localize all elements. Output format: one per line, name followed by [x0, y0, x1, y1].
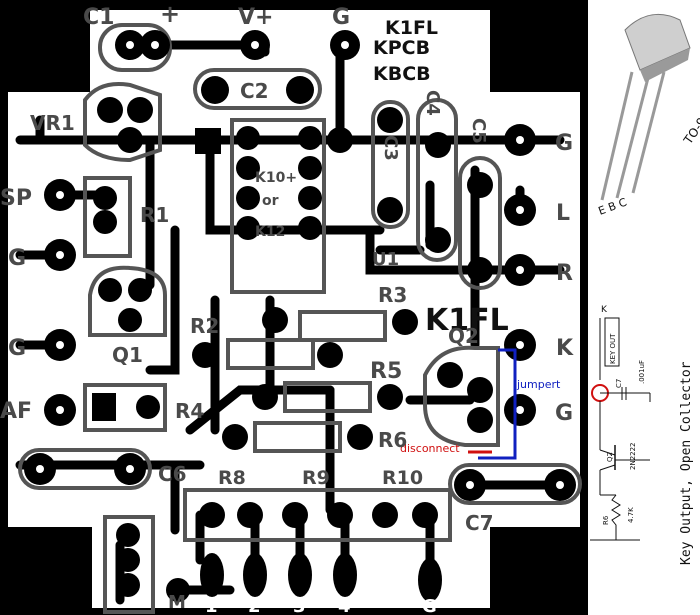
schematic-r6-value: 4.7K: [627, 507, 635, 523]
label-r9: R9: [302, 467, 330, 489]
jumpert-label: jumpert: [516, 378, 561, 391]
right-label-k: K: [556, 336, 574, 361]
bottom-label-4: 4: [338, 596, 351, 615]
label-r2: R2: [190, 314, 219, 338]
right-label-g2: G: [555, 401, 573, 426]
label-m: M: [168, 592, 186, 613]
label-r4: R4: [175, 399, 204, 423]
corner-pad-tl: [0, 0, 90, 92]
to92-package-drawing: TO-92 E B C: [597, 13, 700, 218]
schematic-q2-part: 2N2222: [629, 442, 637, 470]
corner-pad-br: [490, 527, 588, 615]
right-label-g1: G: [555, 131, 573, 156]
bottom-label-1: 1: [205, 596, 218, 615]
label-c2: C2: [240, 79, 269, 103]
label-c1: C1: [83, 5, 114, 30]
kit-label-3: KBCB: [373, 63, 431, 85]
label-c6: C6: [158, 462, 187, 486]
disconnect-label: disconnect: [400, 442, 460, 455]
label-vplus: V+: [238, 5, 273, 30]
label-r1: R1: [140, 203, 169, 227]
label-q1: Q1: [112, 343, 143, 367]
schematic-key-out: KEY OUT: [609, 333, 617, 364]
label-g-top: G: [332, 5, 350, 30]
pads: [24, 30, 576, 602]
left-label-g1: G: [8, 246, 26, 271]
key-output-schematic: K KEY OUT C7 .001uF Q2 2N2222 R6 4.7K Ke…: [590, 305, 694, 565]
label-r5: R5: [370, 359, 402, 384]
right-label-l: L: [556, 201, 570, 226]
to92-title: TO-92: [680, 109, 700, 148]
jumper-wire: [478, 348, 517, 460]
schematic-caption: Key Output, Open Collector: [679, 361, 694, 565]
label-k1fl-large: K1FL: [425, 303, 509, 338]
label-r8: R8: [218, 467, 246, 489]
ic-label-bot: K12: [255, 224, 285, 240]
label-r6: R6: [378, 428, 407, 452]
bottom-label-2: 2: [248, 596, 261, 615]
left-label-af: AF: [0, 399, 32, 424]
bottom-label-g: G: [422, 596, 437, 615]
label-c5: C5: [468, 118, 489, 144]
label-c7: C7: [465, 511, 494, 535]
schematic-k-pin: K: [601, 305, 608, 315]
label-c4: C4: [422, 90, 443, 116]
corner-pad-bl: [0, 527, 92, 615]
label-r10: R10: [382, 467, 423, 489]
label-r3: R3: [378, 283, 407, 307]
corner-pad-tr: [490, 0, 588, 92]
label-q2: Q2: [448, 324, 479, 348]
schematic-q2: Q2: [606, 452, 614, 462]
label-vr1: VR1: [30, 111, 75, 135]
schematic-c7-value: .001uF: [638, 360, 646, 384]
component-outlines: [18, 23, 582, 614]
left-label-g2: G: [8, 336, 26, 361]
ic-label-top: K10+: [255, 170, 297, 186]
schematic-c7: C7: [615, 379, 623, 388]
kit-label-2: KPCB: [373, 37, 430, 59]
kit-label-1: K1FL: [385, 17, 438, 39]
right-label-r: R: [556, 261, 573, 286]
ic-label-mid: or: [262, 193, 279, 209]
bottom-label-3: 3: [293, 596, 306, 615]
schematic-r6: R6: [602, 515, 610, 525]
label-c3: C3: [380, 135, 401, 161]
left-label-sp: SP: [0, 186, 32, 211]
label-plus: +: [160, 0, 180, 28]
pad-holes: [36, 41, 564, 489]
label-u1: U1: [372, 249, 399, 270]
